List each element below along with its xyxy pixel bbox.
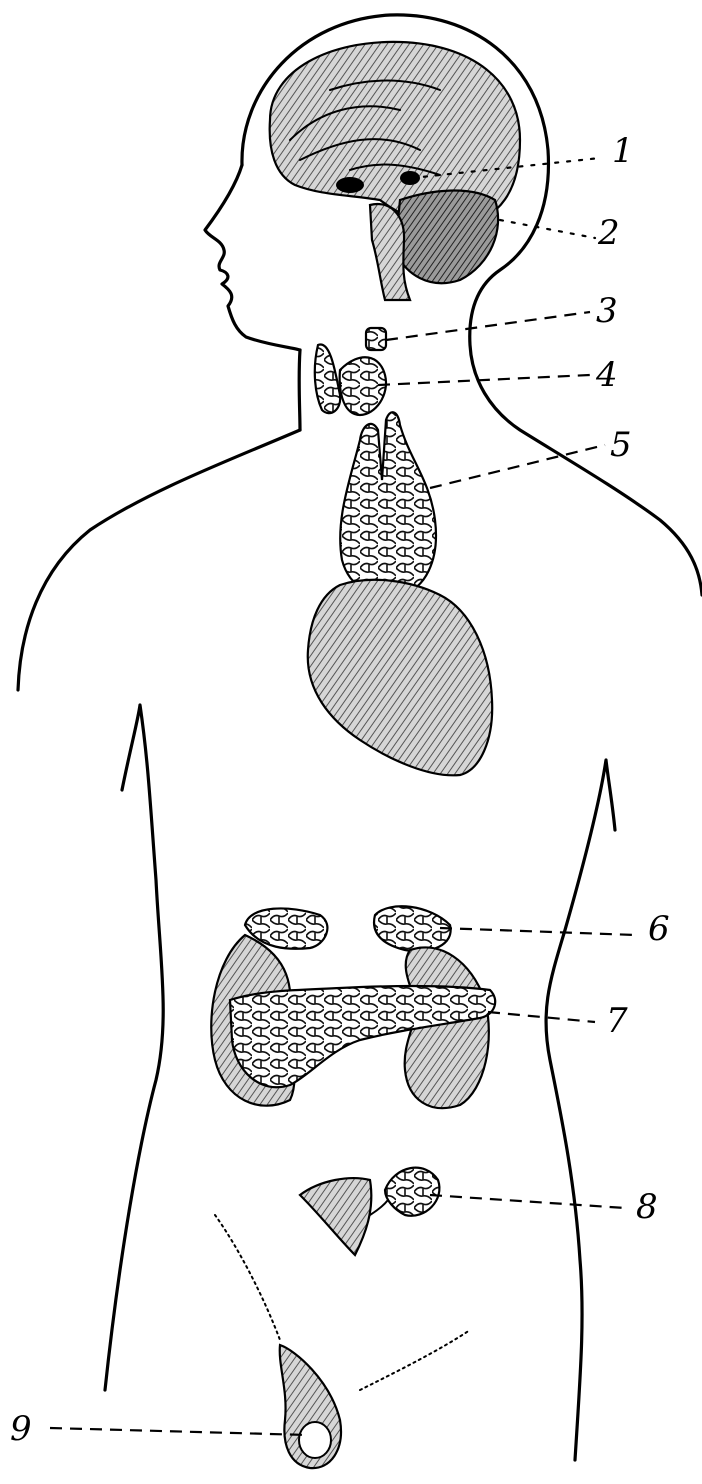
label-1: 1 [612, 131, 634, 171]
label-9: 9 [10, 1409, 32, 1449]
testis [280, 1345, 341, 1468]
leader-lines [50, 158, 635, 1435]
right-torso [546, 760, 615, 1460]
label-7: 7 [606, 1001, 628, 1041]
number-labels: 1 2 3 4 5 6 7 8 9 [10, 131, 670, 1449]
label-6: 6 [648, 909, 670, 949]
left-torso [105, 705, 163, 1390]
reproductive [300, 1168, 439, 1255]
face-profile [205, 165, 300, 350]
pineal [400, 171, 420, 185]
neck-front [299, 350, 300, 430]
heart [308, 580, 492, 776]
label-3: 3 [596, 291, 618, 331]
parathyroid [366, 328, 386, 350]
label-5: 5 [610, 425, 632, 465]
thymus [340, 412, 436, 595]
label-8: 8 [636, 1187, 658, 1227]
pelvic-line-right [360, 1330, 470, 1390]
thyroid [315, 328, 386, 415]
label-4: 4 [595, 355, 618, 395]
label-2: 2 [597, 213, 620, 253]
brain [270, 42, 520, 300]
left-shoulder [18, 430, 300, 690]
pelvic-line-left [215, 1215, 280, 1340]
pituitary [336, 177, 364, 193]
